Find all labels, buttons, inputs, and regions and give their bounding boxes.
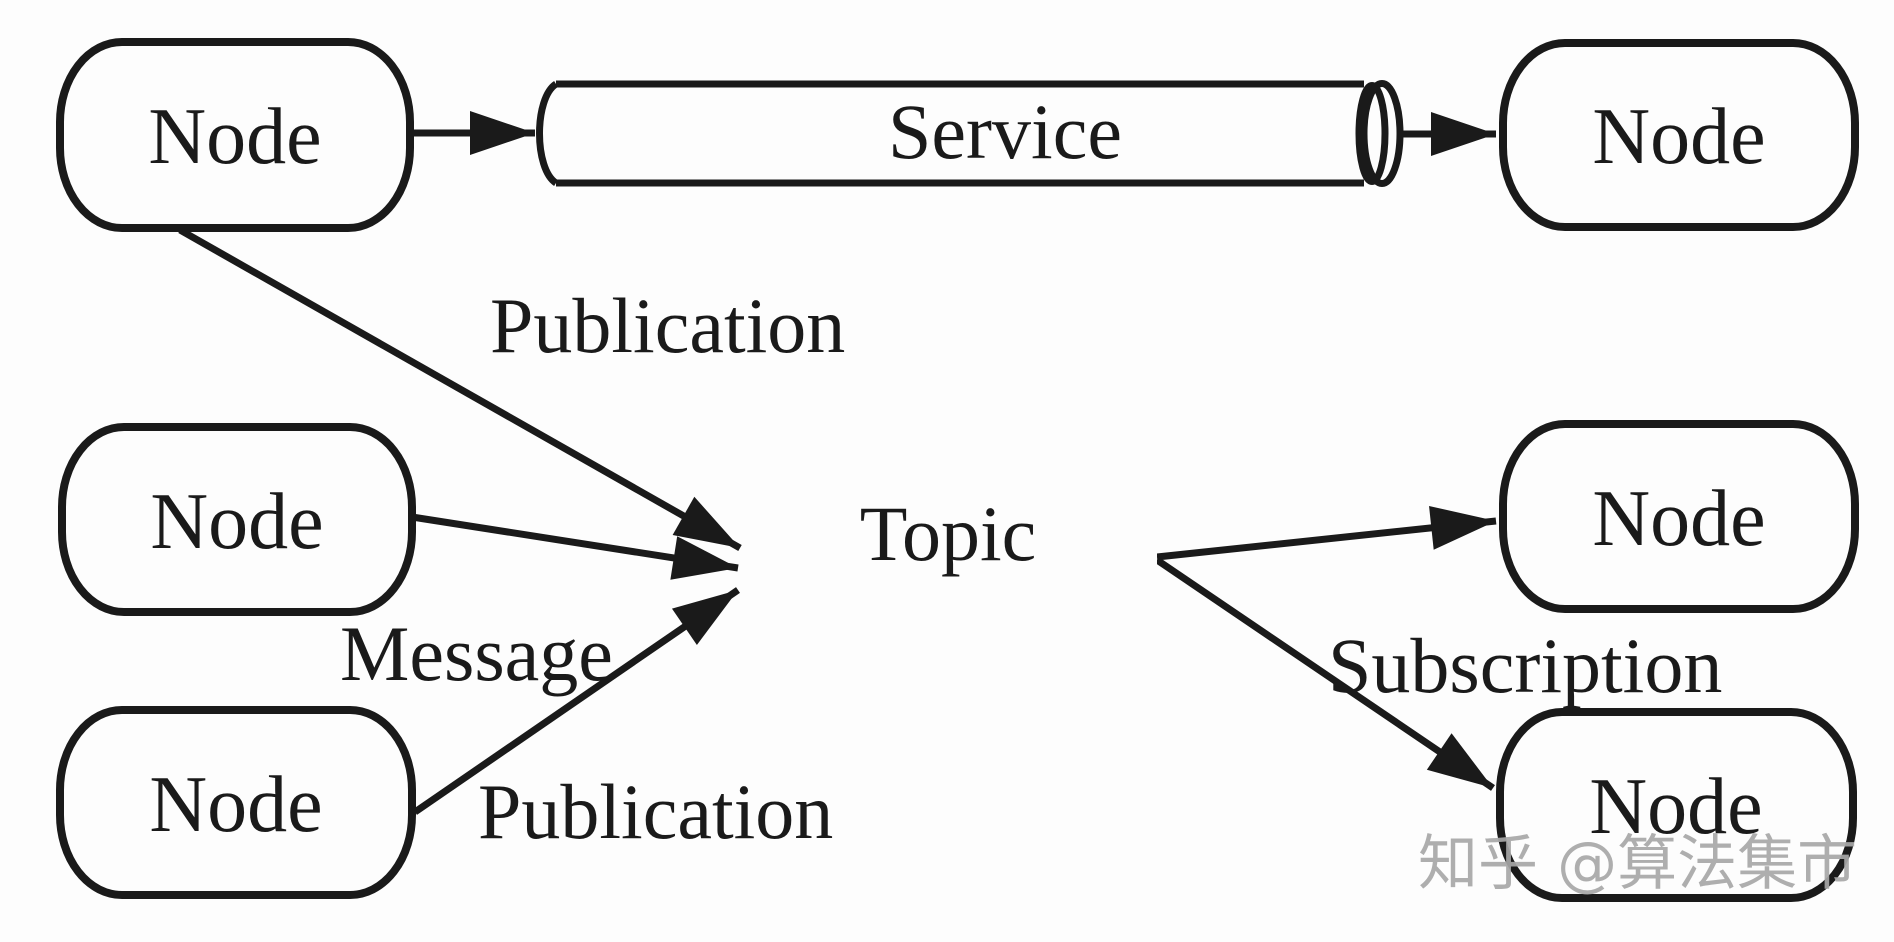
node-middle-left: Node [58, 423, 416, 616]
node-bottom-left: Node [56, 706, 416, 899]
arrow-message [411, 513, 739, 580]
node-bottom-left-outline [56, 706, 416, 899]
publication-top-label: Publication [490, 282, 845, 369]
node-top-right-outline [1499, 39, 1859, 231]
node-middle-right-label: Node [1592, 475, 1765, 563]
subscription-label: Subscription [1328, 622, 1722, 709]
node-middle-left-outline [58, 423, 416, 616]
node-bottom-right: Node [1496, 708, 1857, 902]
node-bottom-left-label: Node [149, 761, 322, 849]
node-middle-left-label: Node [150, 478, 323, 566]
node-top-left-outline [56, 38, 414, 232]
watermark-text: 知乎 @算法集市 [1418, 829, 1857, 899]
node-top-left: Node [56, 38, 414, 232]
node-top-left-label: Node [148, 93, 321, 181]
topic-document-outline [742, 415, 1157, 706]
service-label: Service [888, 88, 1122, 175]
topic-document: Topic [742, 415, 1157, 706]
node-middle-right-outline [1499, 420, 1859, 613]
publication-bottom-label: Publication [478, 768, 833, 855]
service-cylinder-left-arc [536, 81, 559, 186]
topic-label: Topic [860, 490, 1037, 577]
arrow-subscription-bottom [1155, 557, 1495, 791]
service-cylinder: Service [536, 80, 1404, 187]
message-label: Message [340, 610, 613, 697]
node-bottom-right-outline [1496, 708, 1857, 902]
node-bottom-right-label: Node [1589, 763, 1762, 851]
node-middle-right: Node [1499, 420, 1859, 613]
arrow-publication-bottom [413, 587, 740, 815]
arrow-publication-top [178, 226, 742, 552]
node-top-right-label: Node [1592, 93, 1765, 181]
service-cylinder-cap-outer [1360, 80, 1404, 187]
arrow-subscription-top [1156, 505, 1497, 561]
node-top-right: Node [1499, 39, 1859, 231]
